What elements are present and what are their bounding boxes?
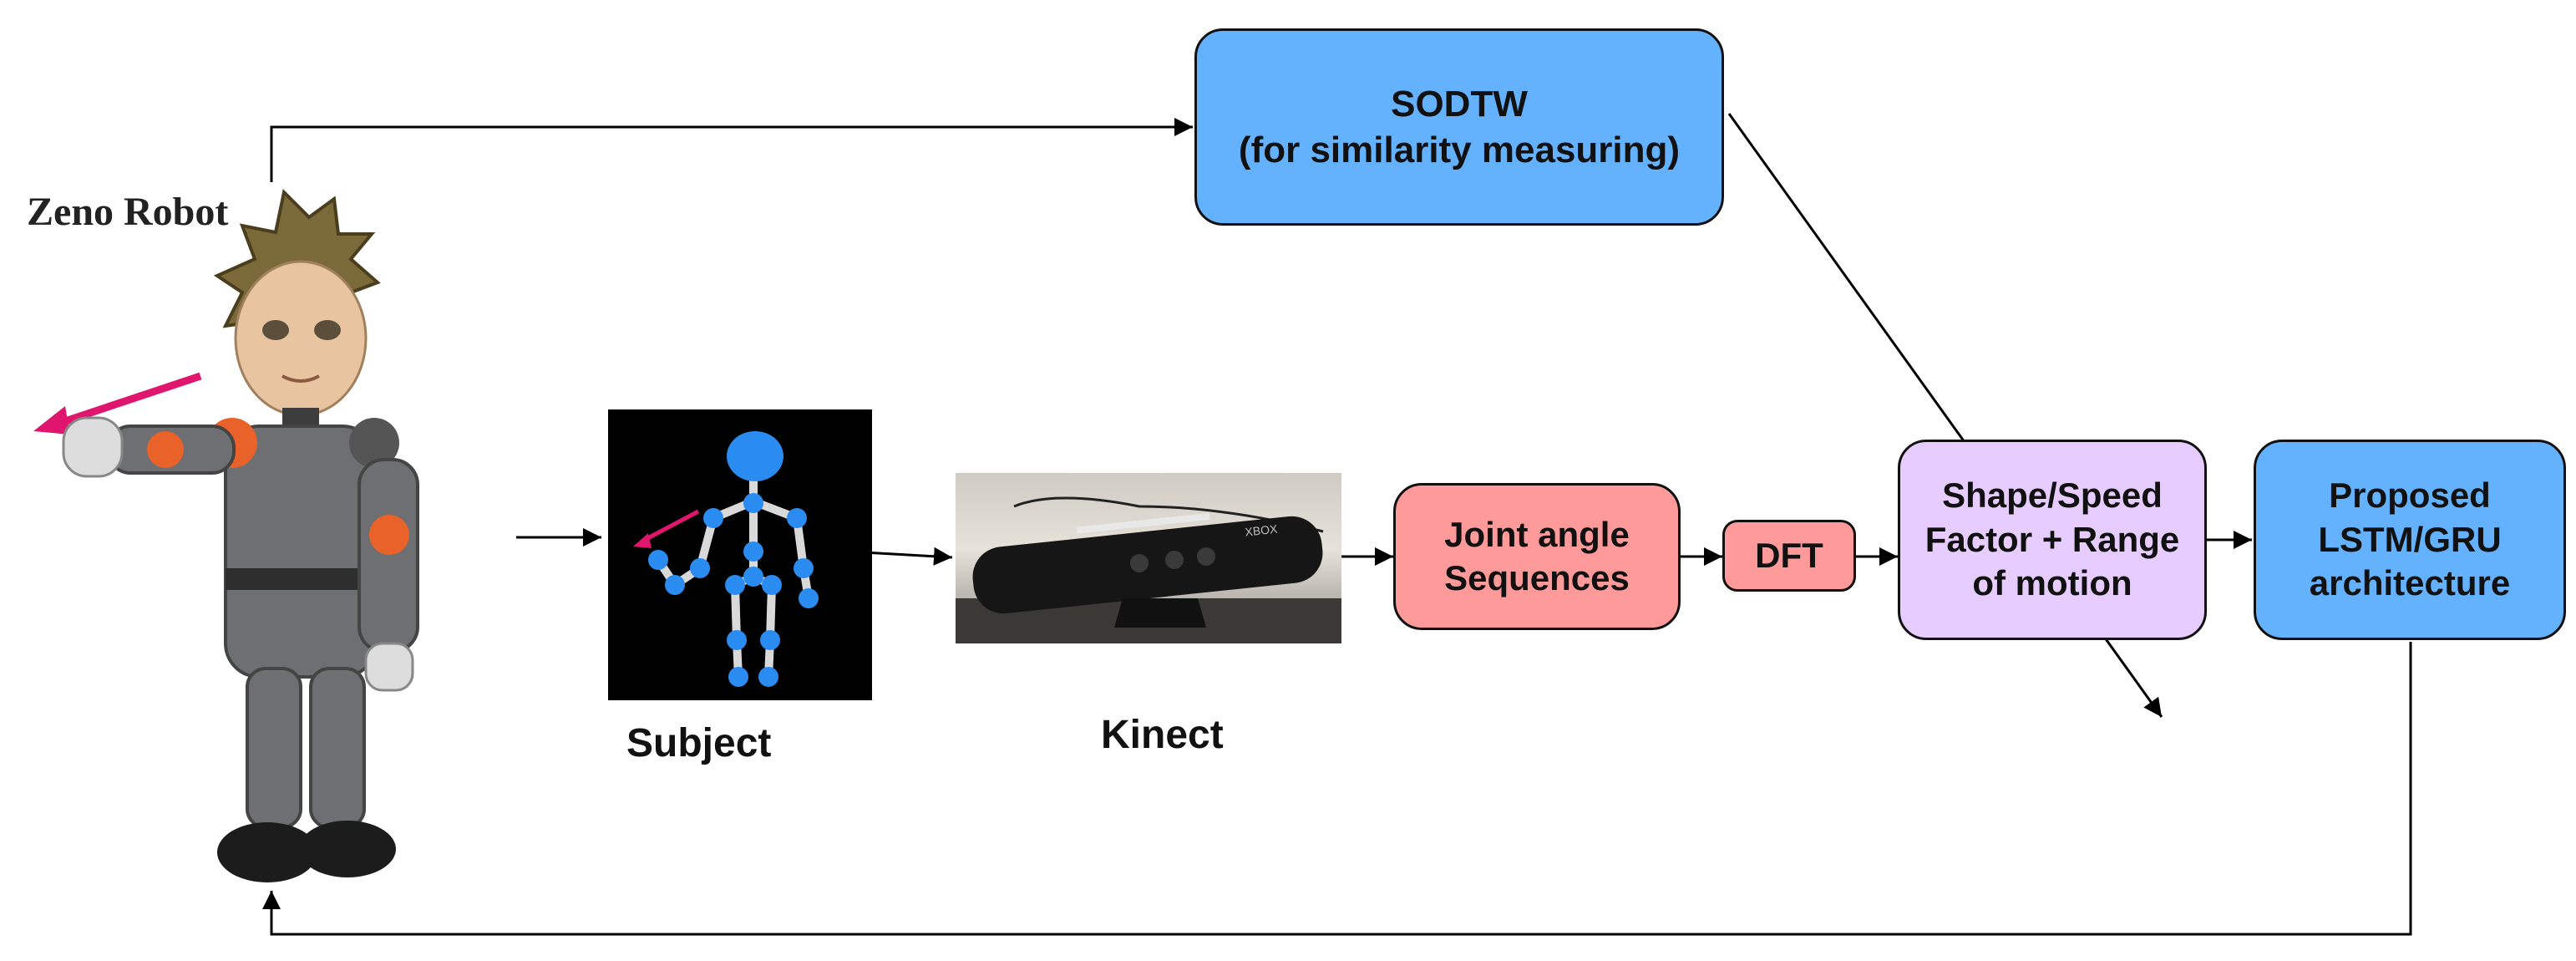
dft-box: DFT	[1722, 520, 1856, 592]
shape-speed-box: Shape/Speed Factor + Range of motion	[1898, 440, 2207, 640]
kinect-image: XBOX	[956, 473, 1341, 643]
arrow-subject-to-kinect	[863, 547, 953, 566]
robot-label: Zeno Robot	[27, 190, 229, 234]
sodtw-box: SODTW (for similarity measuring)	[1194, 28, 1724, 226]
arrow-robot-to-sodtw	[270, 118, 1193, 182]
zeno-robot-image	[33, 188, 419, 882]
subject-skeleton-image	[608, 409, 872, 700]
lstm-gru-box: Proposed LSTM/GRU architecture	[2254, 440, 2566, 640]
subject-label: Subject	[626, 721, 772, 765]
kinect-label: Kinect	[1101, 713, 1224, 757]
kinect-logo-text: XBOX	[1245, 522, 1279, 539]
arrow-lstm-feedback	[262, 642, 2412, 936]
joint-angle-box: Joint angle Sequences	[1393, 483, 1681, 630]
